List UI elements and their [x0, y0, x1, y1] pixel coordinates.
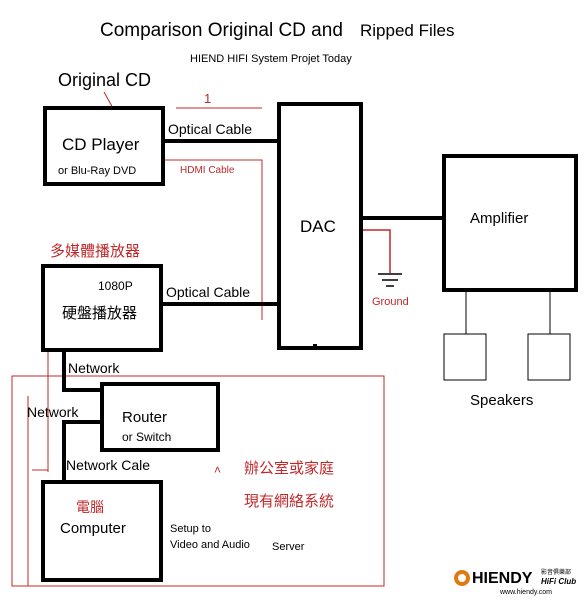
- office-note-dot: ˄: [214, 463, 221, 477]
- cd-player-label: CD Player: [62, 135, 140, 154]
- media-player-heading: 多媒體播放器: [50, 243, 140, 260]
- ground-wire: [362, 229, 391, 273]
- logo-brand: HIENDY: [472, 570, 533, 587]
- diagram-subtitle: HIEND HIFI System Projet Today: [190, 53, 352, 65]
- office-note-line1: 辦公室或家庭: [244, 460, 334, 477]
- media-player-label: 硬盤播放器: [62, 305, 137, 322]
- amplifier-label: Amplifier: [470, 210, 528, 227]
- logo-url: www.hiendy.com: [499, 589, 552, 596]
- computer-heading: 電腦: [76, 499, 104, 515]
- marker-label: 1: [204, 91, 211, 106]
- office-network-frame: [11, 375, 385, 587]
- speaker-right: [527, 333, 571, 381]
- media-player-box: [41, 264, 163, 352]
- dac-label: DAC: [300, 217, 336, 236]
- diagram-title-suffix: Ripped Files: [360, 21, 455, 40]
- dac-box: [277, 102, 363, 350]
- optical-cable-1-label: Optical Cable: [168, 121, 252, 137]
- ground-label: Ground: [372, 296, 409, 308]
- hdmi-cable-label: HDMI Cable: [180, 165, 235, 176]
- dac-marker: [313, 344, 317, 349]
- speakers-label: Speakers: [470, 392, 533, 409]
- hiendy-logo: HIENDY 影音俱樂部 HiFi Club www.hiendy.com: [454, 568, 576, 596]
- cd-player-sublabel: or Blu-Ray DVD: [58, 165, 136, 177]
- logo-chinese: 影音俱樂部: [541, 568, 571, 576]
- optical-cable-2-label: Optical Cable: [166, 284, 250, 300]
- computer-note-line3: Server: [272, 541, 305, 553]
- router-sublabel: or Switch: [122, 430, 171, 444]
- computer-note-line2: Video and Audio: [170, 539, 250, 551]
- computer-note-line1: Setup to: [170, 523, 211, 535]
- network-cable-line: [62, 420, 102, 482]
- logo-sub: HiFi Club: [541, 577, 576, 586]
- diagram-title: Comparison Original CD and: [100, 20, 343, 41]
- router-label: Router: [122, 409, 167, 426]
- media-player-label-top: 1080P: [98, 279, 133, 293]
- network-1-label: Network: [68, 360, 120, 376]
- original-cd-heading: Original CD: [58, 70, 151, 90]
- office-note-line2: 現有網絡系統: [244, 493, 334, 510]
- hdmi-cable-line: [164, 159, 263, 320]
- network-line-1: [62, 350, 102, 392]
- computer-label: Computer: [60, 520, 126, 537]
- speaker-left: [443, 333, 487, 381]
- network-cable-label: Network Cale: [66, 457, 150, 473]
- network-2-label: Network: [27, 404, 79, 420]
- cd-player-box: [43, 106, 165, 186]
- amplifier-box: [442, 154, 578, 292]
- computer-box: [41, 480, 163, 582]
- router-box: [100, 382, 220, 452]
